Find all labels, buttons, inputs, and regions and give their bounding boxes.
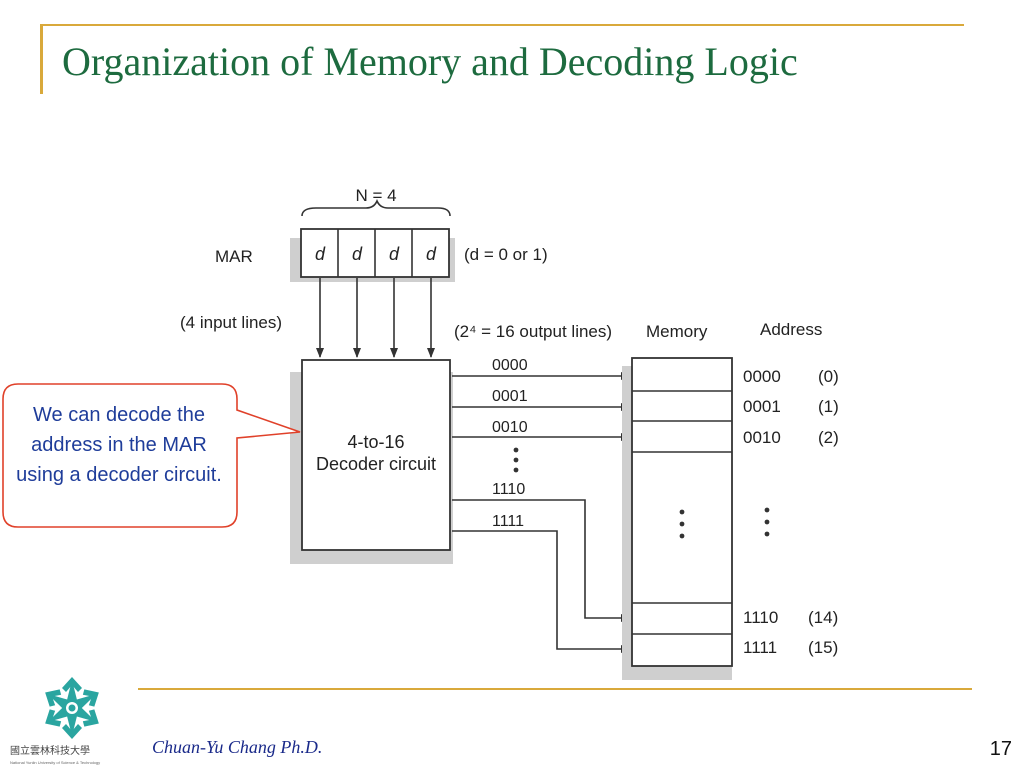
mar-bit: d — [389, 244, 400, 264]
address-binary: 0010 — [743, 428, 781, 447]
author-name: Chuan-Yu Chang Ph.D. — [152, 737, 323, 757]
top-rule — [40, 24, 964, 26]
mar-label: MAR — [215, 247, 253, 266]
ellipsis-dot — [764, 519, 770, 525]
memory-label: Memory — [646, 322, 708, 341]
ellipsis-dot — [679, 533, 685, 539]
address-decimal: (1) — [818, 397, 839, 416]
ellipsis-dot — [764, 507, 770, 513]
address-decimal: (15) — [808, 638, 838, 657]
university-name: 國立雲林科技大學 — [10, 746, 90, 757]
input-lines-label: (4 input lines) — [180, 313, 282, 332]
decoder-output-label: 0001 — [492, 388, 528, 405]
output-arrow — [452, 499, 631, 622]
address-binary: 0000 — [743, 367, 781, 386]
ellipsis-dot — [679, 521, 685, 527]
bottom-rule — [138, 688, 972, 690]
address-binary: 1111 — [743, 638, 777, 657]
mar-bit: d — [426, 244, 437, 264]
address-decimal: (0) — [818, 367, 839, 386]
decoder-name-line2: Decoder circuit — [316, 454, 436, 474]
slide-title: Organization of Memory and Decoding Logi… — [62, 39, 798, 84]
ellipsis-dot — [513, 467, 519, 473]
mar-bit: d — [315, 244, 326, 264]
address-binary: 0001 — [743, 397, 781, 416]
address-label: Address — [760, 320, 822, 339]
decoder-output-label: 0010 — [492, 419, 528, 436]
ellipsis-dot — [764, 531, 770, 537]
decoder-output-label: 1111 — [492, 513, 524, 530]
n-brace — [301, 198, 451, 217]
callout-text: We can decode the address in the MAR usi… — [16, 404, 222, 486]
bit-note: (d = 0 or 1) — [464, 245, 548, 264]
university-logo-icon — [45, 677, 99, 739]
page-number: 17 — [989, 738, 1012, 760]
decoder-output-label: 0000 — [492, 357, 528, 374]
output-lines-label: (2⁴ = 16 output lines) — [454, 322, 612, 341]
address-decimal: (2) — [818, 428, 839, 447]
university-subtitle: National Yunlin University of Science & … — [10, 760, 101, 765]
decoder-box — [301, 359, 451, 551]
output-arrow — [452, 530, 631, 653]
n-label: N = 4 — [355, 186, 396, 205]
address-decimal: (14) — [808, 608, 838, 627]
callout-bubble — [2, 383, 301, 528]
ellipsis-dot — [513, 457, 519, 463]
decoder-name-line1: 4-to-16 — [347, 432, 404, 452]
left-rule — [40, 24, 43, 94]
address-binary: 1110 — [743, 608, 778, 627]
mar-bit: d — [352, 244, 363, 264]
ellipsis-dot — [679, 509, 685, 515]
decoder-output-label: 1110 — [492, 481, 525, 498]
ellipsis-dot — [513, 447, 519, 453]
